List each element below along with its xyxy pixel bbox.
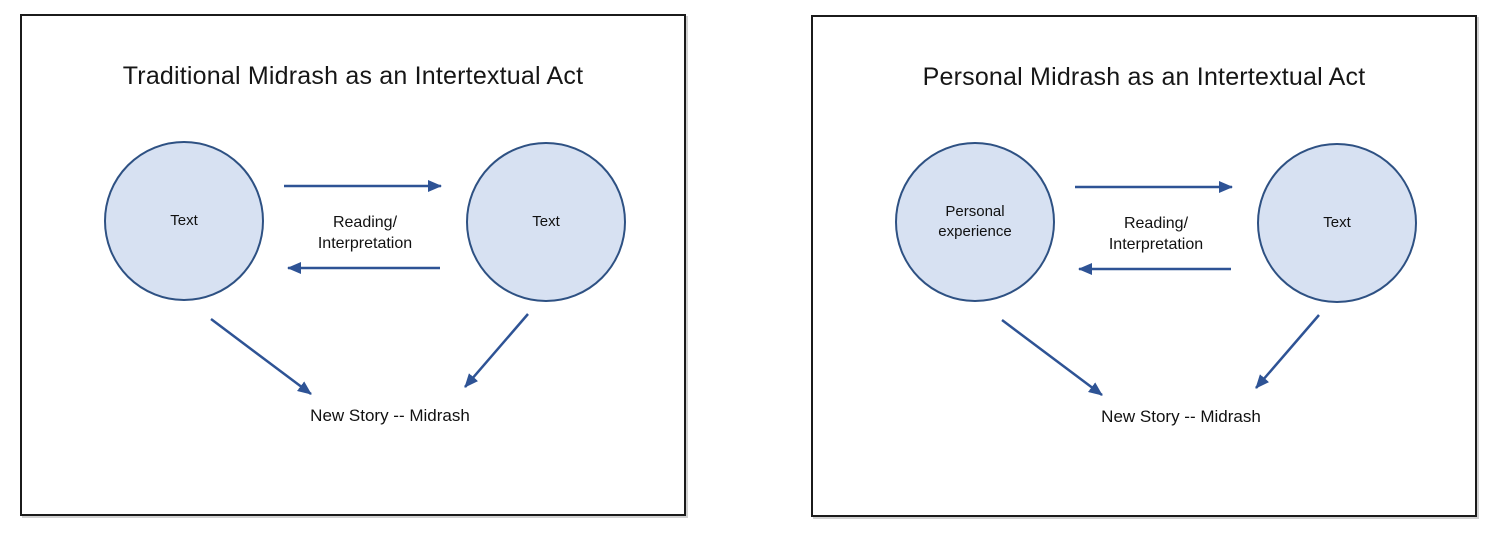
left-diagonal-arrow [210,318,312,395]
left-diagonal-arrow [1001,319,1103,396]
circle-label: Personal experience [938,202,1012,240]
reading-interpretation-label: Reading/ Interpretation [1108,215,1204,254]
right-diagonal-arrow [1255,314,1320,389]
target-text-circle: Text [466,142,626,302]
source-text-circle: Text [104,141,264,301]
right-diagonal-arrow [464,313,529,388]
new-story-label: New Story -- Midrash [310,406,470,425]
personal-midrash-diagram: Personal Midrash as an Intertextual Act … [811,15,1477,517]
circle-label: Text [170,211,198,229]
diagram-title: Personal Midrash as an Intertextual Act [922,63,1366,91]
diagram-title: Traditional Midrash as an Intertextual A… [122,62,584,90]
circle-label: Text [532,212,560,230]
new-story-label: New Story -- Midrash [1101,407,1261,426]
arrows-layer [1001,181,1320,396]
reading-interpretation-label: Reading/ Interpretation [317,214,413,253]
arrows-layer [210,180,529,395]
circle-label: Text [1323,213,1351,231]
target-text-circle: Text [1257,143,1417,303]
personal-experience-circle: Personal experience [895,142,1055,302]
traditional-midrash-diagram: Traditional Midrash as an Intertextual A… [20,14,686,516]
